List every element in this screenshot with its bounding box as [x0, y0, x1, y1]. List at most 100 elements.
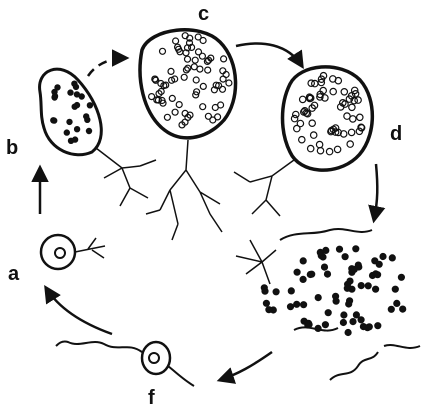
- spore-dot: [398, 274, 404, 280]
- arrow-d-to-release: [374, 164, 377, 220]
- spore-dot: [322, 264, 328, 270]
- spore-dot: [185, 56, 191, 62]
- spore-dot: [316, 141, 322, 147]
- spore-dot: [168, 68, 174, 74]
- arrow-c-to-d: [236, 43, 302, 66]
- spore-dot: [200, 83, 206, 89]
- spore-dot: [325, 271, 331, 277]
- spore-dot: [353, 312, 359, 318]
- spore-dot: [317, 148, 323, 154]
- stage-b-sporangium: [40, 69, 156, 206]
- spore-dot: [349, 104, 355, 110]
- spore-dot: [380, 254, 386, 260]
- spore-dot: [365, 283, 371, 289]
- spore-dot: [160, 48, 166, 54]
- spore-dot: [344, 285, 350, 291]
- stage-d-sporangium: [234, 67, 372, 216]
- spore-dot: [326, 148, 332, 154]
- spore-dot: [325, 310, 331, 316]
- spore-dot: [342, 254, 348, 260]
- spore-dot: [221, 56, 227, 62]
- spore-dot: [346, 301, 352, 307]
- spore-dot: [322, 322, 328, 328]
- spore-dot: [263, 300, 269, 306]
- spore-dot: [181, 74, 187, 80]
- spore-dot: [300, 258, 306, 264]
- spore-dot: [348, 129, 354, 135]
- spore-dot: [164, 114, 170, 120]
- spore-dot: [218, 102, 224, 108]
- spore-dot: [172, 109, 178, 115]
- spore-dot: [68, 90, 73, 95]
- spore-dot: [200, 104, 206, 110]
- spore-dot: [86, 128, 91, 133]
- spore-dot: [300, 96, 306, 102]
- spore-dot: [334, 146, 340, 152]
- spore-dot: [85, 117, 90, 122]
- spore-dot: [273, 289, 279, 295]
- spore-dot: [300, 276, 306, 282]
- spore-dot: [68, 138, 73, 143]
- spore-dot: [333, 298, 339, 304]
- stage-a-cell: [41, 235, 105, 269]
- spore-dot: [288, 288, 294, 294]
- spore-dot: [87, 103, 92, 108]
- released-spores: [261, 246, 405, 336]
- spore-dot: [293, 111, 299, 117]
- spore-dot: [64, 130, 69, 135]
- spore-dot: [299, 137, 305, 143]
- spore-dot: [176, 102, 182, 108]
- arrow-b-to-c: [88, 58, 126, 76]
- spore-dot: [337, 246, 343, 252]
- spore-dot: [75, 127, 80, 132]
- spore-dot: [353, 246, 359, 252]
- spore-dot: [294, 269, 300, 275]
- spore-dot: [79, 94, 84, 99]
- spore-dot: [191, 64, 197, 70]
- spore-dot: [200, 38, 206, 44]
- label-stage-c: c: [198, 3, 209, 25]
- spore-dot: [345, 330, 351, 336]
- spore-dot: [291, 115, 297, 121]
- spore-dot: [347, 278, 353, 284]
- label-stage-b: b: [6, 137, 18, 159]
- spore-dot: [400, 306, 406, 312]
- spore-dot: [311, 132, 317, 138]
- spore-dot: [205, 67, 211, 73]
- stage-f-flagellate: [56, 341, 194, 386]
- spore-dot: [307, 272, 313, 278]
- label-stage-a: a: [8, 263, 20, 285]
- spore-dot: [350, 319, 356, 325]
- label-stage-d: d: [390, 123, 402, 145]
- spore-dot: [74, 103, 79, 108]
- spore-dot: [297, 120, 303, 126]
- spore-dot: [315, 295, 321, 301]
- stage-c-sporangium: [140, 30, 236, 240]
- spore-dot: [373, 271, 379, 277]
- spore-dot: [358, 283, 364, 289]
- spore-dot: [392, 286, 398, 292]
- spore-dot: [340, 320, 346, 326]
- spore-dot: [341, 312, 347, 318]
- spore-dot: [317, 249, 323, 255]
- spore-dot: [72, 81, 77, 86]
- spore-dot: [344, 113, 350, 119]
- spore-dot: [389, 255, 395, 261]
- spore-dot: [294, 301, 300, 307]
- spore-dot: [301, 302, 307, 308]
- spore-dot: [360, 324, 366, 330]
- spore-dot: [366, 324, 372, 330]
- spore-dot: [220, 68, 226, 74]
- spore-dot: [347, 141, 353, 147]
- spore-dot: [357, 114, 363, 120]
- spore-dot: [262, 288, 268, 294]
- spore-dot: [173, 38, 179, 44]
- spore-dot: [215, 114, 221, 120]
- spore-dot: [67, 119, 72, 124]
- spore-dot: [266, 307, 272, 313]
- spore-dot: [388, 306, 394, 312]
- spore-dot: [373, 286, 379, 292]
- spore-dot: [205, 113, 211, 119]
- spore-dot: [308, 145, 314, 151]
